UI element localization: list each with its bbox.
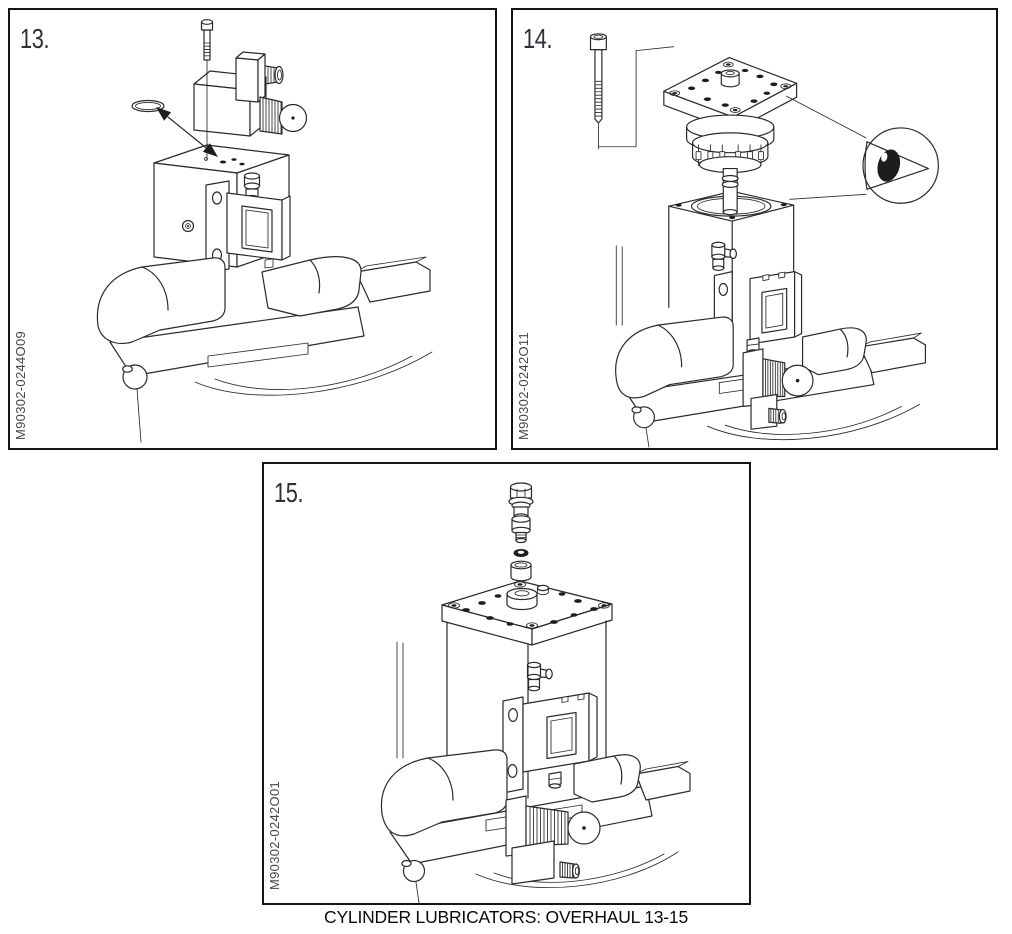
feed-adjuster bbox=[742, 348, 814, 430]
figure-13-drawing bbox=[96, 19, 433, 443]
figure-13-code: M90302-0244O09 bbox=[13, 331, 28, 440]
lubricator-body bbox=[441, 580, 613, 799]
figure-15-number: 15. bbox=[274, 477, 304, 508]
inspection-eye-icon bbox=[786, 95, 939, 204]
sight-glass-assembly bbox=[205, 172, 291, 274]
figure-panel-15: 15. M90302-0242O01 bbox=[262, 462, 751, 905]
sight-glass bbox=[522, 692, 598, 789]
cap-screw bbox=[200, 19, 214, 161]
sight-glass bbox=[746, 271, 803, 355]
figure-14-number: 14. bbox=[523, 23, 553, 54]
figure-panel-13: 13. M90302-0244O09 bbox=[8, 8, 497, 450]
feed-adjuster bbox=[505, 795, 601, 885]
bench-vise bbox=[96, 256, 433, 443]
page-caption: CYLINDER LUBRICATORS: OVERHAUL 13-15 bbox=[324, 907, 688, 927]
valve-fitting bbox=[711, 241, 737, 271]
figure-14-code: M90302-0242O11 bbox=[516, 331, 531, 440]
valve-fitting bbox=[526, 661, 553, 692]
figure-15-code: M90302-0242O01 bbox=[267, 781, 282, 890]
figure-15-drawing bbox=[380, 482, 691, 903]
filler-fitting bbox=[508, 482, 534, 544]
cap-screw bbox=[589, 33, 607, 150]
o-ring bbox=[131, 99, 165, 113]
piston-rod bbox=[721, 167, 739, 216]
figure-13-number: 13. bbox=[20, 23, 50, 54]
removal-arrow-icon bbox=[156, 107, 218, 157]
leader-line bbox=[598, 46, 675, 148]
pump-element bbox=[686, 114, 775, 174]
o-ring-small bbox=[513, 549, 529, 557]
gauge-plate bbox=[502, 696, 524, 794]
solenoid-valve bbox=[193, 51, 308, 137]
figure-panel-14: 14. M90302-0242O11 bbox=[511, 8, 998, 450]
figure-14-drawing bbox=[589, 33, 939, 448]
